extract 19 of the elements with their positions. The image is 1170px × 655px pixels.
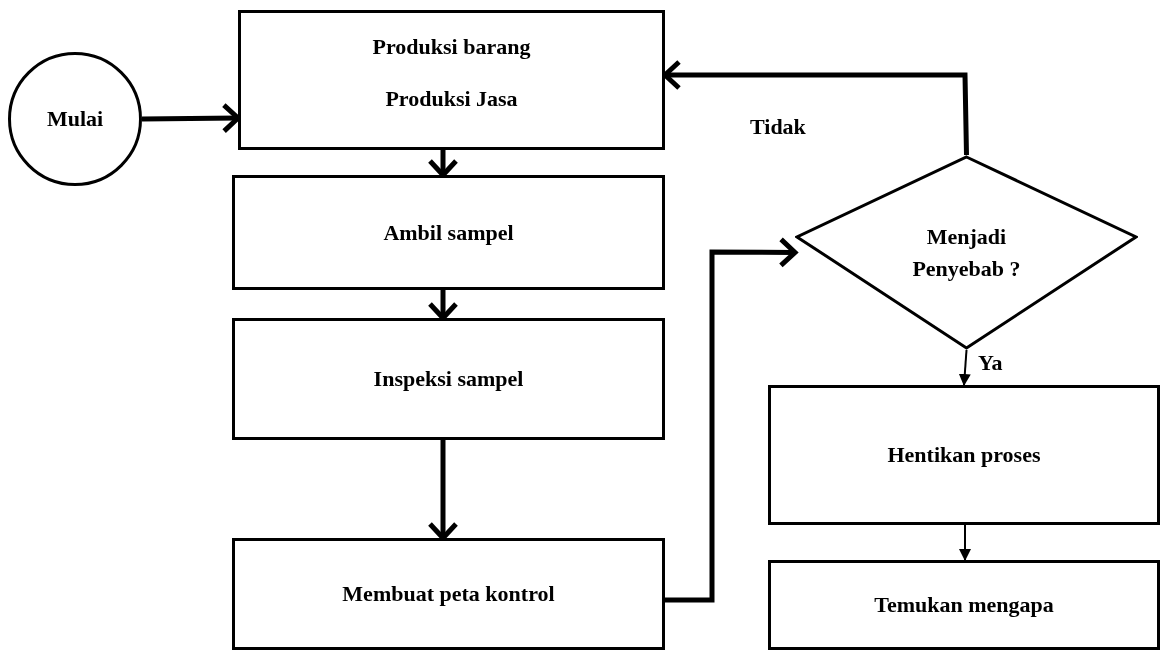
arrow: [665, 236, 798, 603]
decision-diamond: [795, 155, 1138, 350]
node-label: Ambil sampel: [383, 218, 514, 247]
node-label: Hentikan proses: [887, 441, 1041, 470]
process-box: [232, 538, 665, 650]
node-label: Temukan mengapa: [874, 591, 1054, 620]
arrow: [959, 524, 971, 561]
process-box: [232, 175, 665, 290]
arrow: [958, 349, 971, 386]
node-label: Produksi barang: [372, 33, 531, 62]
node-label: Menjadi Penyebab ?: [911, 222, 1022, 283]
node-label: Produksi Jasa: [385, 85, 518, 114]
process-box: [232, 318, 665, 440]
node-label: Mulai: [46, 105, 104, 134]
process-box: [768, 385, 1160, 525]
node-label: Membuat peta kontrol: [342, 580, 555, 609]
process-box: [238, 10, 665, 150]
node-label: Inspeksi sampel: [373, 365, 524, 394]
process-box: [768, 560, 1160, 650]
